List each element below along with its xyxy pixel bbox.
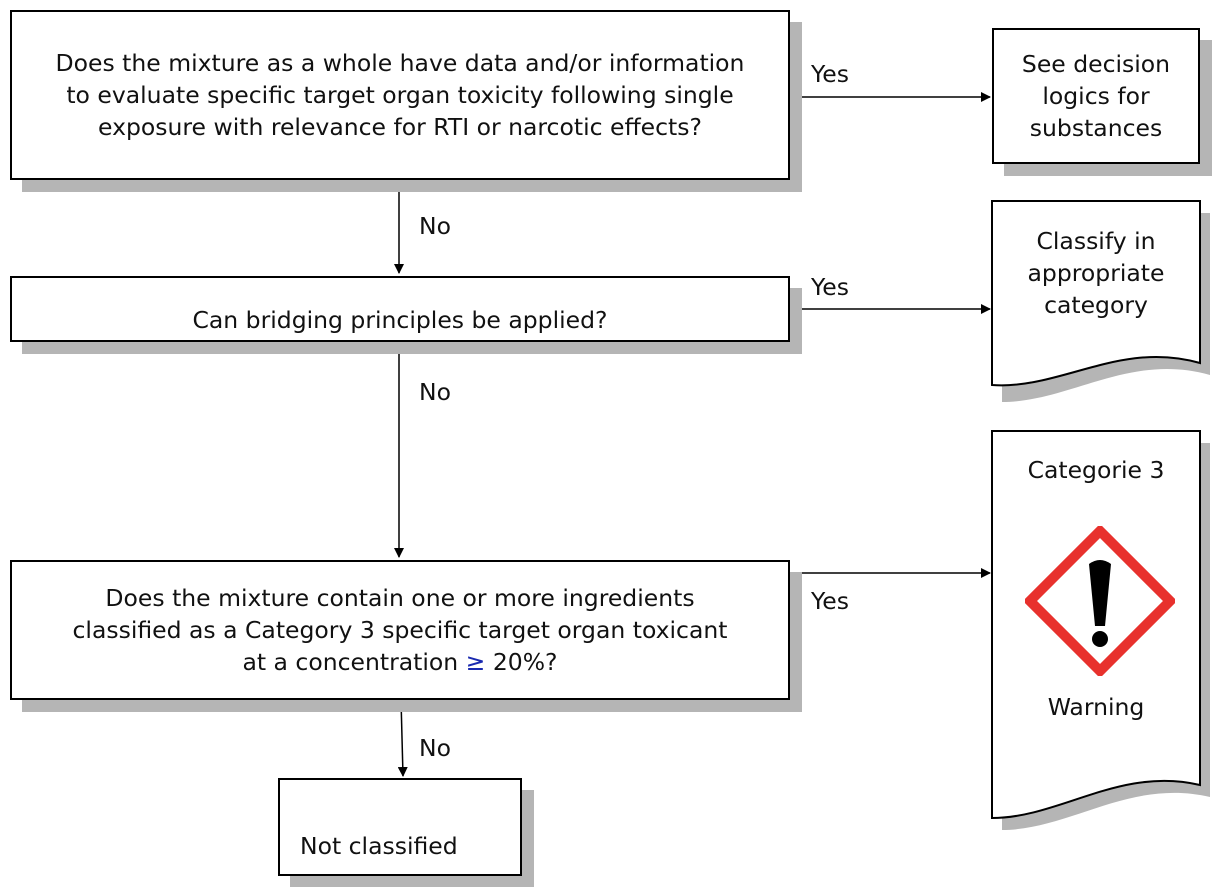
yes-label-1: Yes [811,60,849,88]
outcome-classify-shape [991,200,1201,387]
exclamation-mark-hazard-icon [1025,526,1175,676]
outcome-classify: Classify in appropriate category [992,225,1200,321]
decision-text-mixture-data: Does the mixture as a whole have data an… [55,49,745,141]
outcome-text-not-classified: Not classified [300,832,458,860]
decision-text-ingredients-threshold: 20%? [492,648,558,676]
outcome-text-decision-logics: See decision logics for substances [1021,50,1171,142]
outcome-category3-title: Categorie 3 [1027,456,1165,484]
yes-label-3: Yes [811,587,849,615]
decision-box-mixture-data: Does the mixture as a whole have data an… [10,10,790,180]
outcome-box-not-classified: Not classified [278,778,522,876]
decision-box-ingredients: Does the mixture contain one or more ing… [10,560,790,700]
no-label-1: No [419,212,451,240]
decision-text-ingredients: Does the mixture contain one or more ing… [57,582,743,678]
no-arrow-3 [397,698,408,777]
decision-box-bridging: Can bridging principles be applied? [10,276,790,342]
greater-equal-symbol: ≥ [465,648,486,676]
outcome-box-decision-logics: See decision logics for substances [992,28,1200,164]
outcome-text-classify: Classify in appropriate category [1027,227,1165,319]
no-label-3: No [419,734,451,762]
outcome-category3-signal-word: Warning [1047,693,1145,721]
no-label-2: No [419,378,451,406]
yes-label-2: Yes [811,273,849,301]
decision-text-ingredients-main: Does the mixture contain one or more ing… [72,584,728,676]
decision-text-bridging: Can bridging principles be applied? [192,306,608,334]
